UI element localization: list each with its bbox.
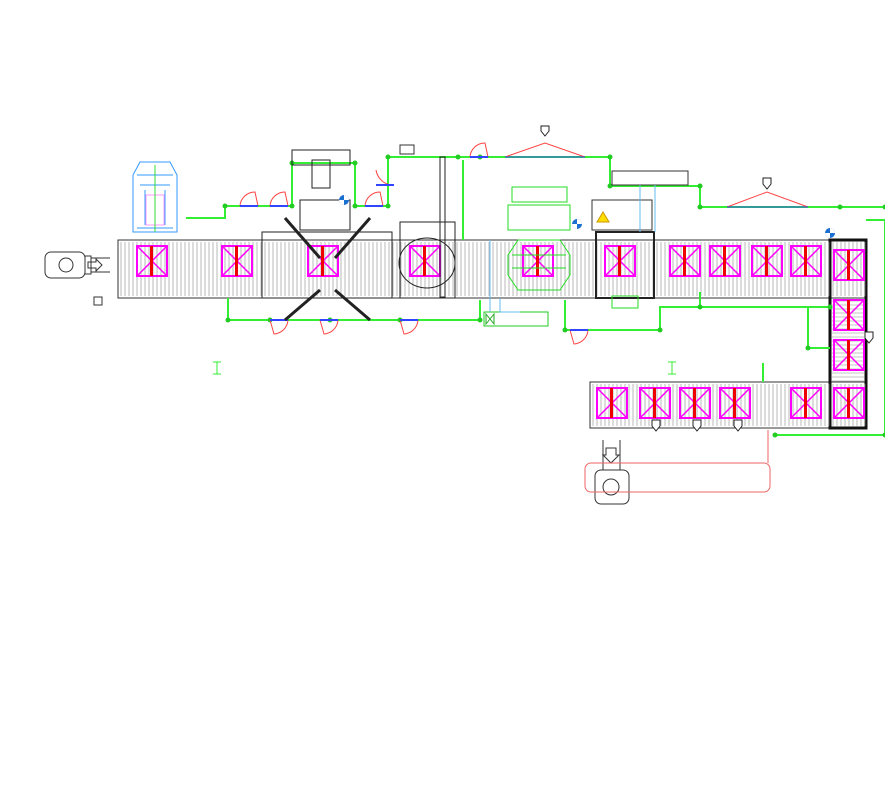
- forklift-icon: [44, 251, 110, 279]
- pallet: [136, 245, 168, 277]
- door-swing: [269, 319, 289, 335]
- pallet: [596, 387, 628, 419]
- stretch-wrapper: [132, 161, 178, 233]
- fence-post: [289, 203, 295, 209]
- fence-post: [772, 432, 778, 438]
- equipment-group: [44, 125, 874, 505]
- safety-fence: [807, 307, 830, 349]
- door-swing: [319, 319, 339, 335]
- cable-route: [489, 185, 656, 313]
- fence-post: [607, 154, 613, 160]
- top-sheet-station: [591, 199, 655, 309]
- warning-triangle-icon: [596, 211, 610, 223]
- fence-post: [607, 183, 613, 189]
- pallet: [604, 245, 636, 277]
- pallet: [669, 245, 701, 277]
- pallet: [307, 245, 339, 277]
- pallet: [719, 387, 751, 419]
- door-swing: [399, 319, 419, 335]
- pallet: [790, 245, 822, 277]
- pallet: [639, 387, 671, 419]
- pallet: [679, 387, 711, 419]
- forklift-icon: [594, 440, 630, 505]
- fence-post: [562, 327, 568, 333]
- fence-post: [352, 160, 358, 166]
- fence-post: [697, 183, 703, 189]
- roller-group: [120, 242, 866, 426]
- fence-post: [697, 204, 703, 210]
- pallet: [751, 245, 783, 277]
- pallet: [833, 299, 865, 331]
- safety-fence: [227, 298, 481, 321]
- robot-cell: [261, 149, 456, 322]
- door-swing: [569, 329, 589, 345]
- pallet: [709, 245, 741, 277]
- door-swing: [269, 191, 289, 207]
- pickup-zone-outline: [584, 462, 771, 493]
- fence-post: [805, 345, 811, 351]
- fence-post: [837, 204, 843, 210]
- fence-post: [385, 203, 391, 209]
- door-swing: [239, 191, 259, 207]
- fence-post: [225, 317, 231, 323]
- pallet: [833, 339, 865, 371]
- safety-fence: [775, 219, 885, 436]
- door-swing-group: [239, 142, 589, 345]
- pallet: [833, 249, 865, 281]
- fence-post: [222, 203, 228, 209]
- safety-fence: [564, 300, 830, 331]
- pallet: [409, 245, 441, 277]
- fence-post: [352, 203, 358, 209]
- fence-post: [455, 154, 461, 160]
- fence-post: [697, 304, 703, 310]
- pallet: [833, 387, 865, 419]
- fence-post: [882, 432, 885, 438]
- fence-post: [385, 154, 391, 160]
- fence-post: [827, 304, 833, 310]
- pallet-group: [136, 245, 865, 419]
- pallet: [522, 245, 554, 277]
- pallet: [221, 245, 253, 277]
- fence-post: [882, 204, 885, 210]
- pallet: [790, 387, 822, 419]
- operator-station-icon: [93, 296, 103, 306]
- fence-post: [657, 327, 663, 333]
- labeling-machine: [507, 186, 571, 291]
- marker-i: [213, 361, 676, 375]
- drop-arrow-icon: [540, 125, 874, 432]
- door-swing: [469, 142, 489, 158]
- fence-post: [477, 317, 483, 323]
- operator-panel-icon: [339, 195, 835, 238]
- door-swing: [364, 191, 384, 207]
